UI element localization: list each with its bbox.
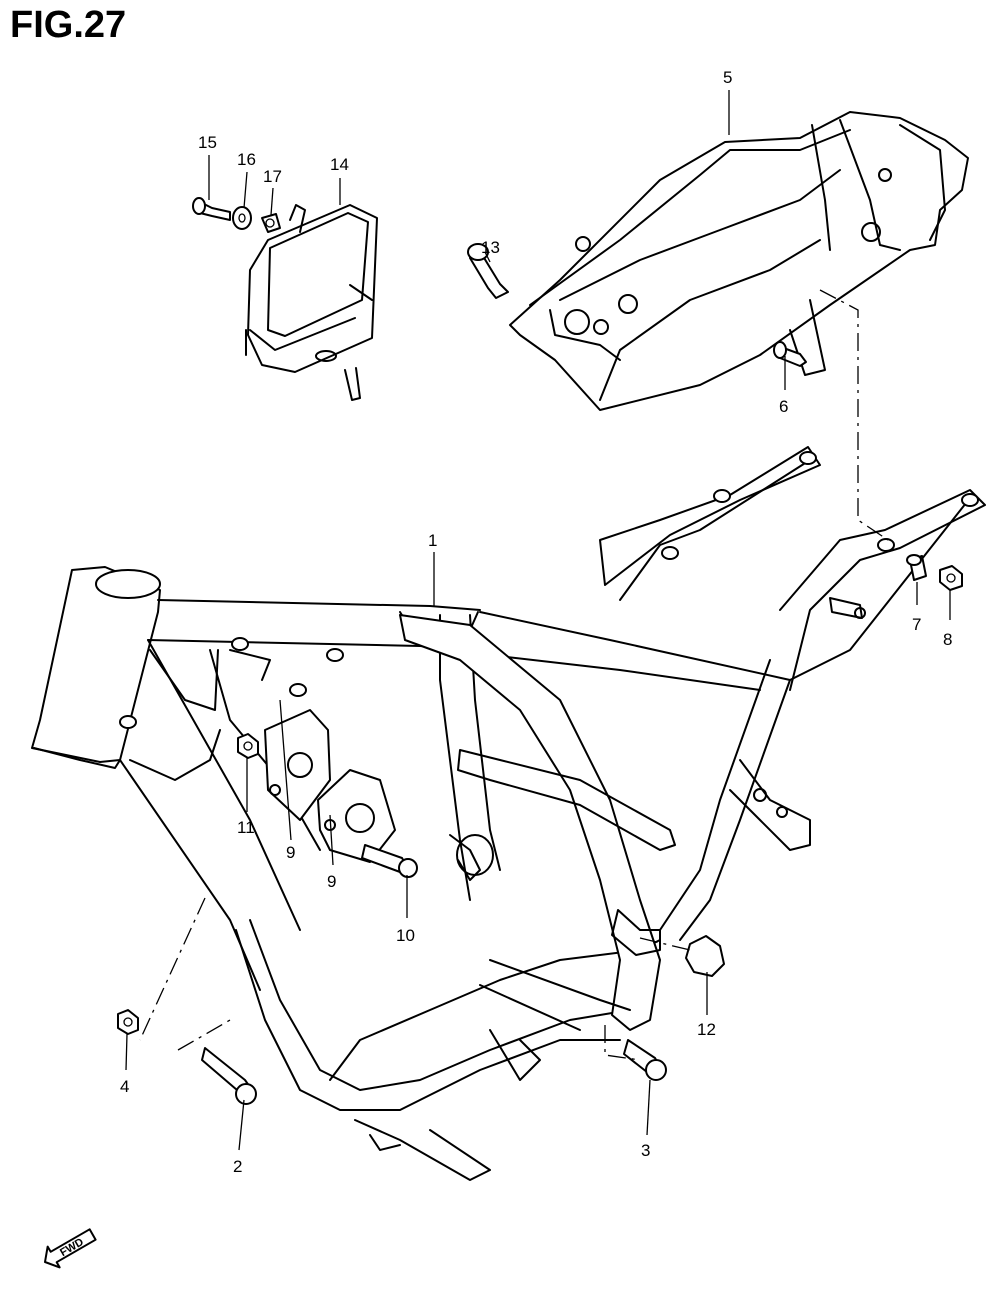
callout-6: 6 [779,397,788,416]
engine-mount-plate-9b [317,769,396,863]
nut-11 [237,733,259,759]
callout-5: 5 [723,68,732,87]
bolt-10 [361,844,418,878]
bolt-13 [467,243,509,299]
callout-4: 4 [120,1077,129,1096]
callout-9b: 9 [327,872,336,891]
callout-15: 15 [198,133,217,152]
bolt-2 [201,1047,257,1105]
figure-title: FIG.27 [10,4,127,46]
callout-2: 2 [233,1157,242,1176]
battery-holder-bracket [245,204,378,401]
callout-10: 10 [396,926,415,945]
callout-12: 12 [697,1020,716,1039]
cushion-17 [261,213,281,233]
nut-8 [939,565,963,591]
cap-12 [685,935,725,977]
callout-16: 16 [237,150,256,169]
nut-4 [117,1009,139,1035]
forward-arrow-icon: FWD [44,1228,97,1269]
bolt-6 [773,341,807,367]
callout-9a: 9 [286,843,295,862]
bolt-3 [623,1039,667,1081]
main-frame [31,446,986,1181]
washer-16 [232,206,252,230]
callout-11: 11 [237,818,255,837]
fwd-label: FWD [58,1236,86,1259]
callout-8: 8 [943,630,952,649]
rear-fender [509,111,969,411]
assembly-lines [139,289,889,1061]
callout-13: 13 [481,238,500,257]
callout-3: 3 [641,1141,650,1160]
callout-7: 7 [912,615,921,634]
bolt-15 [192,197,231,221]
callout-17: 17 [263,167,282,186]
callout-1: 1 [428,531,437,550]
callout-labels: 1 2 3 4 5 6 7 8 9 9 10 11 12 13 14 15 16… [120,68,952,1176]
leader-lines [125,90,951,1151]
spacer-7 [906,554,927,581]
engine-mount-plate-9a [264,709,331,821]
callout-14: 14 [330,155,349,174]
